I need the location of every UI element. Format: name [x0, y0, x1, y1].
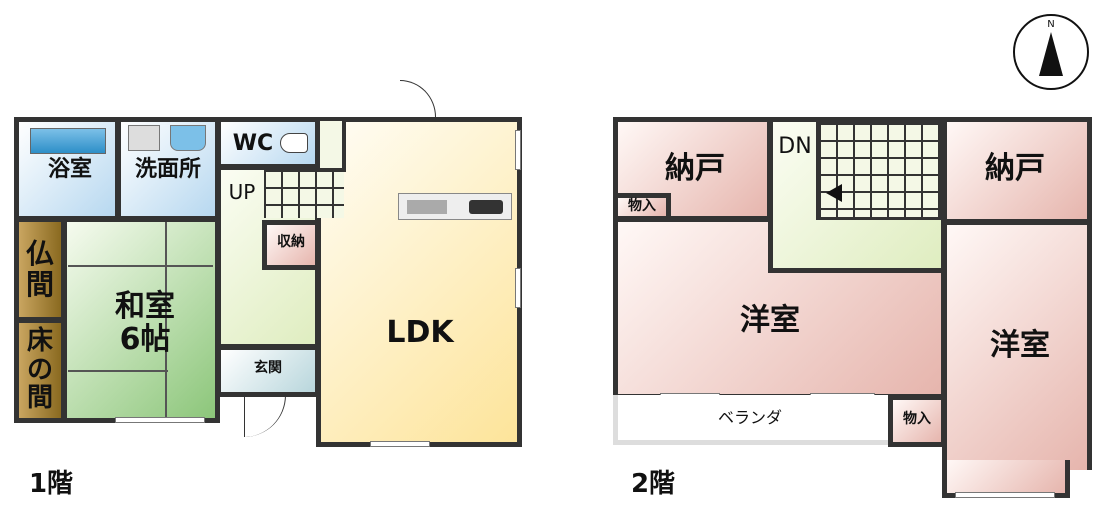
- room-storage-lower-label: 物入: [903, 411, 931, 428]
- stairs-up-label: UP: [228, 180, 256, 204]
- room-entrance-label: 玄関: [254, 360, 282, 377]
- kitchen-counter: [398, 193, 512, 220]
- window: [370, 441, 430, 447]
- veranda-label: ベランダ: [717, 408, 782, 428]
- washitsu-name: 和室: [115, 288, 175, 324]
- room-closet-right-label: 納戸: [985, 150, 1045, 186]
- char: の: [26, 354, 53, 385]
- room-storage-label: 収納: [277, 234, 305, 251]
- room-entrance: [216, 345, 320, 397]
- room-storage-lower: [888, 395, 946, 447]
- char: 仏: [25, 237, 54, 271]
- room-storage: [262, 220, 320, 270]
- room-closet-left-label: 納戸: [665, 150, 725, 186]
- room-butsuma-label: 仏間: [19, 225, 61, 315]
- tatami-lines: [68, 265, 213, 267]
- floor-1-label: 1階: [28, 468, 74, 499]
- tatami-lines: [68, 370, 168, 372]
- room-ldk: [316, 117, 522, 447]
- room-tokonoma-label: 床の間: [19, 322, 61, 418]
- bathtub: [30, 128, 106, 154]
- char: 床: [26, 326, 53, 357]
- staircase: [264, 170, 344, 218]
- staircase-upper: [316, 117, 346, 172]
- room-closet-left: [613, 117, 772, 221]
- room-tokonoma: [14, 318, 66, 423]
- stairs-arrow-icon: [826, 184, 842, 202]
- room-ldk-label: LDK: [386, 315, 454, 350]
- room-washroom-label: 洗面所: [134, 156, 201, 182]
- window: [515, 130, 521, 170]
- room-storage-upper: [613, 193, 671, 221]
- north-arrow-icon: [1039, 32, 1063, 76]
- room-western-left-label: 洋室: [740, 302, 800, 338]
- room-bath-label: 浴室: [47, 156, 92, 182]
- window: [115, 417, 205, 423]
- washitsu-size: 6帖: [119, 321, 171, 357]
- window: [515, 268, 521, 308]
- room-western-right-label: 洋室: [990, 327, 1050, 363]
- room-wc-label: WC: [232, 130, 274, 156]
- compass-north-label: N: [1047, 18, 1055, 30]
- washing-machine: [128, 125, 160, 151]
- window: [955, 492, 1055, 498]
- staircase: [816, 120, 942, 220]
- room-western-right: [942, 220, 1092, 470]
- sink: [170, 125, 206, 151]
- stairs-down-label: DN: [778, 133, 812, 159]
- tatami-lines: [165, 222, 167, 417]
- compass: N: [1013, 14, 1089, 90]
- toilet: [280, 133, 308, 153]
- char: 間: [25, 268, 54, 301]
- char: 間: [26, 383, 53, 414]
- room-storage-upper-label: 物入: [628, 198, 656, 215]
- room-closet-right: [942, 117, 1092, 224]
- door-entrance[interactable]: [244, 395, 286, 437]
- floor-2-label: 2階: [630, 468, 676, 499]
- door-ldk-top[interactable]: [400, 80, 436, 117]
